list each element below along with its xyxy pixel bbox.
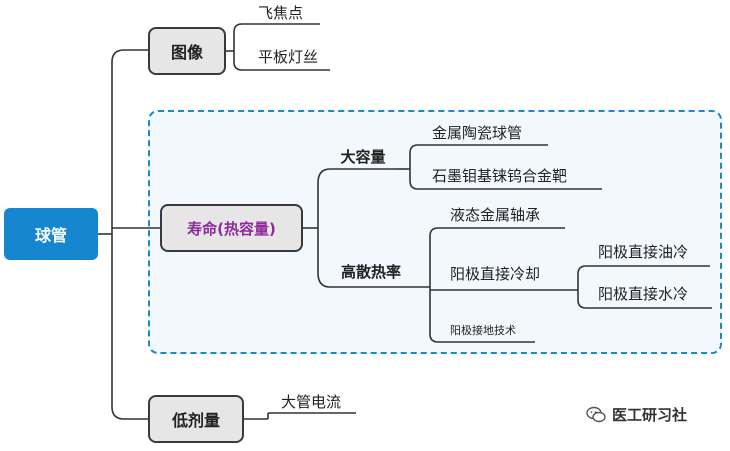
connector-life-children bbox=[317, 168, 413, 288]
leaf-high-tube-current[interactable]: 大管电流 bbox=[281, 393, 342, 411]
image-node[interactable]: 图像 bbox=[148, 27, 226, 75]
image-label: 图像 bbox=[170, 43, 203, 62]
leaf-flat-filament[interactable]: 平板灯丝 bbox=[258, 48, 319, 66]
connector-large-capacity-children bbox=[409, 144, 602, 190]
leaf-anode-grounding[interactable]: 阳极接地技术 bbox=[450, 324, 516, 337]
wechat-icon bbox=[586, 406, 606, 422]
life-label: 寿命(热容量) bbox=[187, 219, 276, 238]
low-dose-node[interactable]: 低剂量 bbox=[148, 395, 244, 443]
high-dissipation-node[interactable]: 高散热率 bbox=[330, 260, 412, 282]
connector-high-dissipation-children bbox=[429, 227, 578, 343]
root-label: 球管 bbox=[34, 226, 67, 245]
leaf-metal-ceramic-tube[interactable]: 金属陶瓷球管 bbox=[432, 124, 523, 142]
leaf-anode-direct-cooling[interactable]: 阳极直接冷却 bbox=[450, 265, 541, 283]
leaf-graphite-target[interactable]: 石墨钼基铼钨合金靶 bbox=[432, 167, 568, 185]
connector-trunk-vertical bbox=[111, 49, 148, 420]
connector-direct-cooling-children bbox=[577, 265, 712, 309]
leaf-flying-focus[interactable]: 飞焦点 bbox=[258, 4, 304, 22]
watermark-text: 医工研习社 bbox=[612, 406, 688, 424]
low-dose-label: 低剂量 bbox=[171, 411, 220, 430]
root-node[interactable]: 球管 bbox=[4, 208, 98, 260]
connector-low-dose-children bbox=[267, 412, 356, 419]
large-capacity-node[interactable]: 大容量 bbox=[330, 145, 396, 167]
high-dissipation-label: 高散热率 bbox=[340, 262, 401, 281]
life-node[interactable]: 寿命(热容量) bbox=[160, 204, 303, 252]
leaf-water-cooling[interactable]: 阳极直接水冷 bbox=[598, 285, 689, 303]
leaf-oil-cooling[interactable]: 阳极直接油冷 bbox=[598, 243, 689, 261]
connector-image-children bbox=[233, 23, 330, 71]
large-capacity-label: 大容量 bbox=[340, 147, 386, 166]
leaf-liquid-metal-bearing[interactable]: 液态金属轴承 bbox=[450, 206, 541, 224]
watermark: 医工研习社 bbox=[586, 404, 687, 425]
